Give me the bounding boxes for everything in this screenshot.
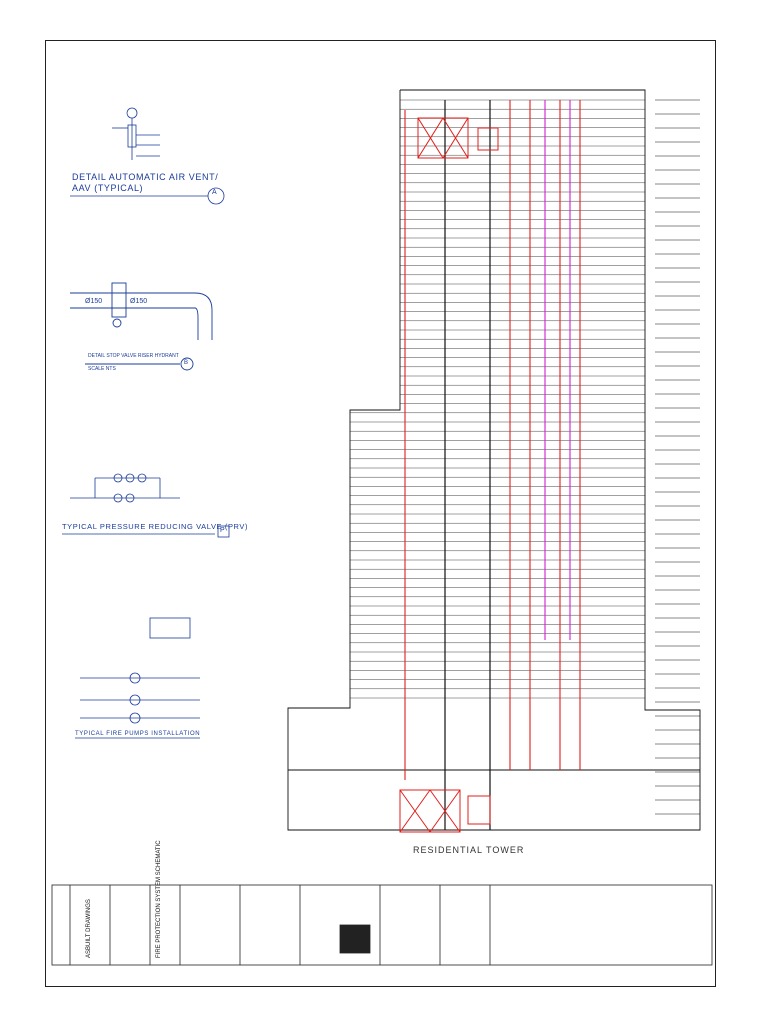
detail-prv-marker: P — [220, 527, 226, 534]
pipe-size-left: Ø150 — [85, 298, 103, 305]
detail-aav-subtitle: AAV (TYPICAL) — [72, 183, 144, 193]
pipe-size-right: Ø150 — [130, 298, 148, 305]
detail-stop-valve-marker: B — [184, 360, 189, 366]
floor-lines — [350, 99, 645, 699]
drawing-sheet — [45, 40, 716, 987]
detail-stop-valve — [70, 282, 213, 371]
detail-stop-valve-title: DETAIL STOP VALVE RISER HYDRANT — [88, 353, 179, 359]
detail-aav-title: DETAIL AUTOMATIC AIR VENT/ — [72, 172, 219, 182]
ground-tank — [399, 789, 491, 833]
detail-prv — [62, 473, 230, 538]
detail-fire-pumps-title: TYPICAL FIRE PUMPS INSTALLATION — [75, 731, 201, 737]
riser-pipes — [404, 100, 581, 830]
detail-stop-valve-scale: SCALE NTS — [88, 366, 116, 372]
detail-prv-title: TYPICAL PRESSURE REDUCING VALVE (PRV) — [62, 522, 249, 531]
title-block-status: ASBUILT DRAWINGS — [86, 899, 92, 958]
tower-title: RESIDENTIAL TOWER — [413, 845, 525, 855]
detail-fire-pumps — [75, 617, 200, 739]
detail-aav-marker: A — [212, 189, 218, 196]
title-block-drawing-title: FIRE PROTECTION SYSTEM SCHEMATIC — [156, 840, 162, 958]
detail-aav — [70, 107, 225, 205]
tower-outline — [287, 89, 701, 831]
level-marks — [655, 99, 700, 815]
roof-tank — [417, 117, 499, 159]
title-block — [51, 884, 713, 966]
